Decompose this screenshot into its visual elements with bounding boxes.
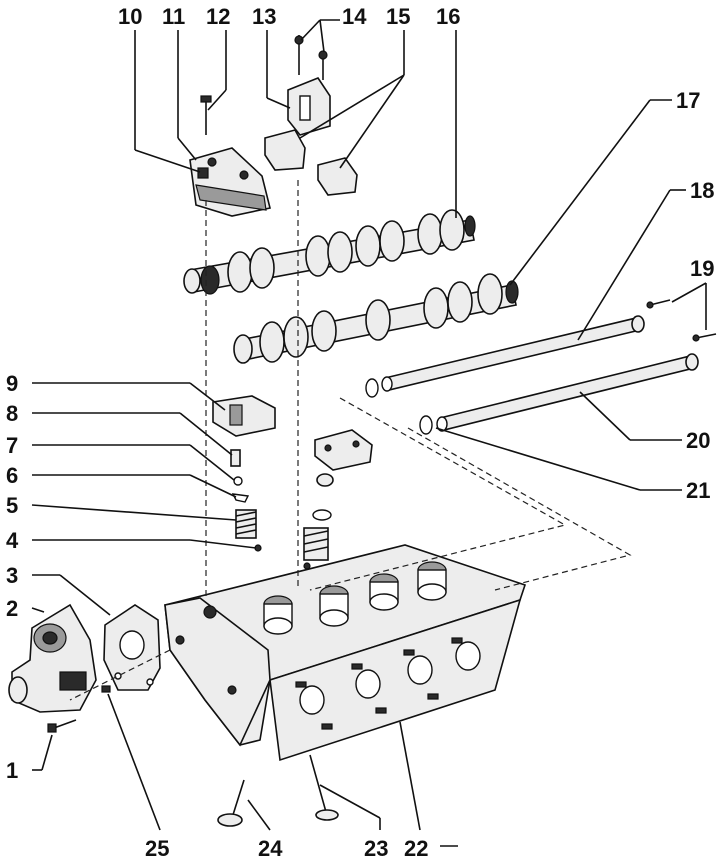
callout-9: 9 xyxy=(6,371,18,396)
callout-12: 12 xyxy=(206,4,230,29)
bearing-cap-13 xyxy=(287,77,331,136)
callout-15: 15 xyxy=(386,4,410,29)
callout-14: 14 xyxy=(342,4,367,29)
callout-5: 5 xyxy=(6,493,18,518)
valve-24 xyxy=(217,779,245,827)
valve-spring-5 xyxy=(235,509,257,539)
seal-ring-21 xyxy=(419,415,433,435)
rocker-shaft-20 xyxy=(436,353,699,432)
callout-10: 10 xyxy=(118,4,142,29)
callout-4: 4 xyxy=(6,528,19,553)
cylinder-head xyxy=(164,544,527,762)
callout-11: 11 xyxy=(162,4,185,29)
valve-spring-right xyxy=(303,527,329,561)
camshaft-lower xyxy=(233,273,519,364)
housing-2 xyxy=(8,603,97,713)
callout-labels: 10 11 12 13 14 15 16 17 18 19 20 21 9 8 … xyxy=(6,4,714,861)
callout-18: 18 xyxy=(690,178,714,203)
callout-25: 25 xyxy=(145,836,169,861)
hydraulic-tappet-8 xyxy=(230,449,241,467)
camshaft-upper xyxy=(183,209,476,295)
rocker-arm-9 xyxy=(212,395,276,437)
gasket-3 xyxy=(103,604,161,691)
callout-23: 23 xyxy=(364,836,388,861)
seal-ring-upper xyxy=(365,378,379,398)
retainer-right xyxy=(312,509,332,521)
bearing-cap-15a xyxy=(264,129,306,171)
assembly-lines xyxy=(69,180,632,701)
callout-16: 16 xyxy=(436,4,460,29)
callout-3: 3 xyxy=(6,563,18,588)
rocker-shaft-18 xyxy=(381,315,645,392)
callout-13: 13 xyxy=(252,4,276,29)
bolt-1 xyxy=(47,719,77,733)
rocker-arm-right xyxy=(314,429,373,471)
bolts-14 xyxy=(294,35,328,80)
spring-retainer-6 xyxy=(231,493,250,503)
seal-right xyxy=(303,562,311,570)
valve-23 xyxy=(309,754,339,821)
callout-22: 22 xyxy=(404,836,428,861)
callout-19: 19 xyxy=(690,256,714,281)
callout-17: 17 xyxy=(676,88,700,113)
valve-cotter-7 xyxy=(233,476,243,486)
bearing-cap-15b xyxy=(317,157,358,196)
callout-24: 24 xyxy=(258,836,283,861)
screws-19 xyxy=(646,299,717,342)
tappet-right xyxy=(316,473,334,487)
bearing-cap-double xyxy=(189,147,271,217)
callout-6: 6 xyxy=(6,463,18,488)
callout-7: 7 xyxy=(6,433,18,458)
leader-lines xyxy=(31,19,707,847)
callout-21: 21 xyxy=(686,478,710,503)
bolt-12 xyxy=(200,95,212,135)
dowel-25 xyxy=(101,685,111,693)
callout-20: 20 xyxy=(686,428,710,453)
callout-2: 2 xyxy=(6,596,18,621)
dowel-sleeve xyxy=(197,167,209,179)
callout-1: 1 xyxy=(6,758,18,783)
callout-8: 8 xyxy=(6,401,18,426)
